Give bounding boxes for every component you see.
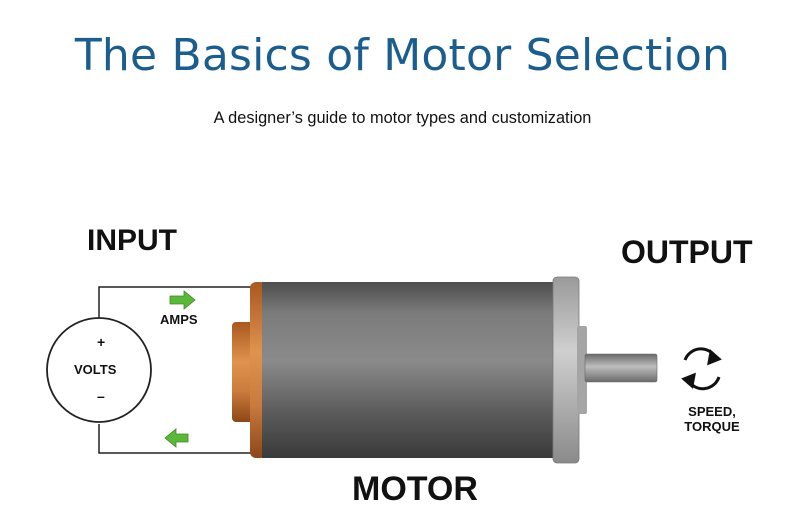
input-label: INPUT: [87, 224, 177, 257]
minus-sign: –: [97, 388, 105, 404]
rotation-icon: [681, 347, 722, 391]
amps-label: AMPS: [160, 312, 198, 327]
motor-label: MOTOR: [352, 470, 478, 508]
motor-icon: [232, 276, 658, 464]
page-title: The Basics of Motor Selection: [74, 30, 731, 81]
speed-label: SPEED,: [688, 404, 736, 419]
circuit-wires: [98, 286, 253, 454]
voltage-source-icon: [46, 317, 152, 423]
amps-arrow-icon: [169, 290, 196, 310]
page-subtitle: A designer’s guide to motor types and cu…: [213, 108, 592, 127]
return-arrow-icon: [164, 428, 189, 448]
torque-label: TORQUE: [684, 419, 740, 434]
output-label: OUTPUT: [621, 234, 753, 270]
plus-sign: +: [97, 334, 106, 350]
speed-torque-label: SPEED, TORQUE: [676, 404, 748, 434]
volts-label: VOLTS: [74, 362, 117, 377]
